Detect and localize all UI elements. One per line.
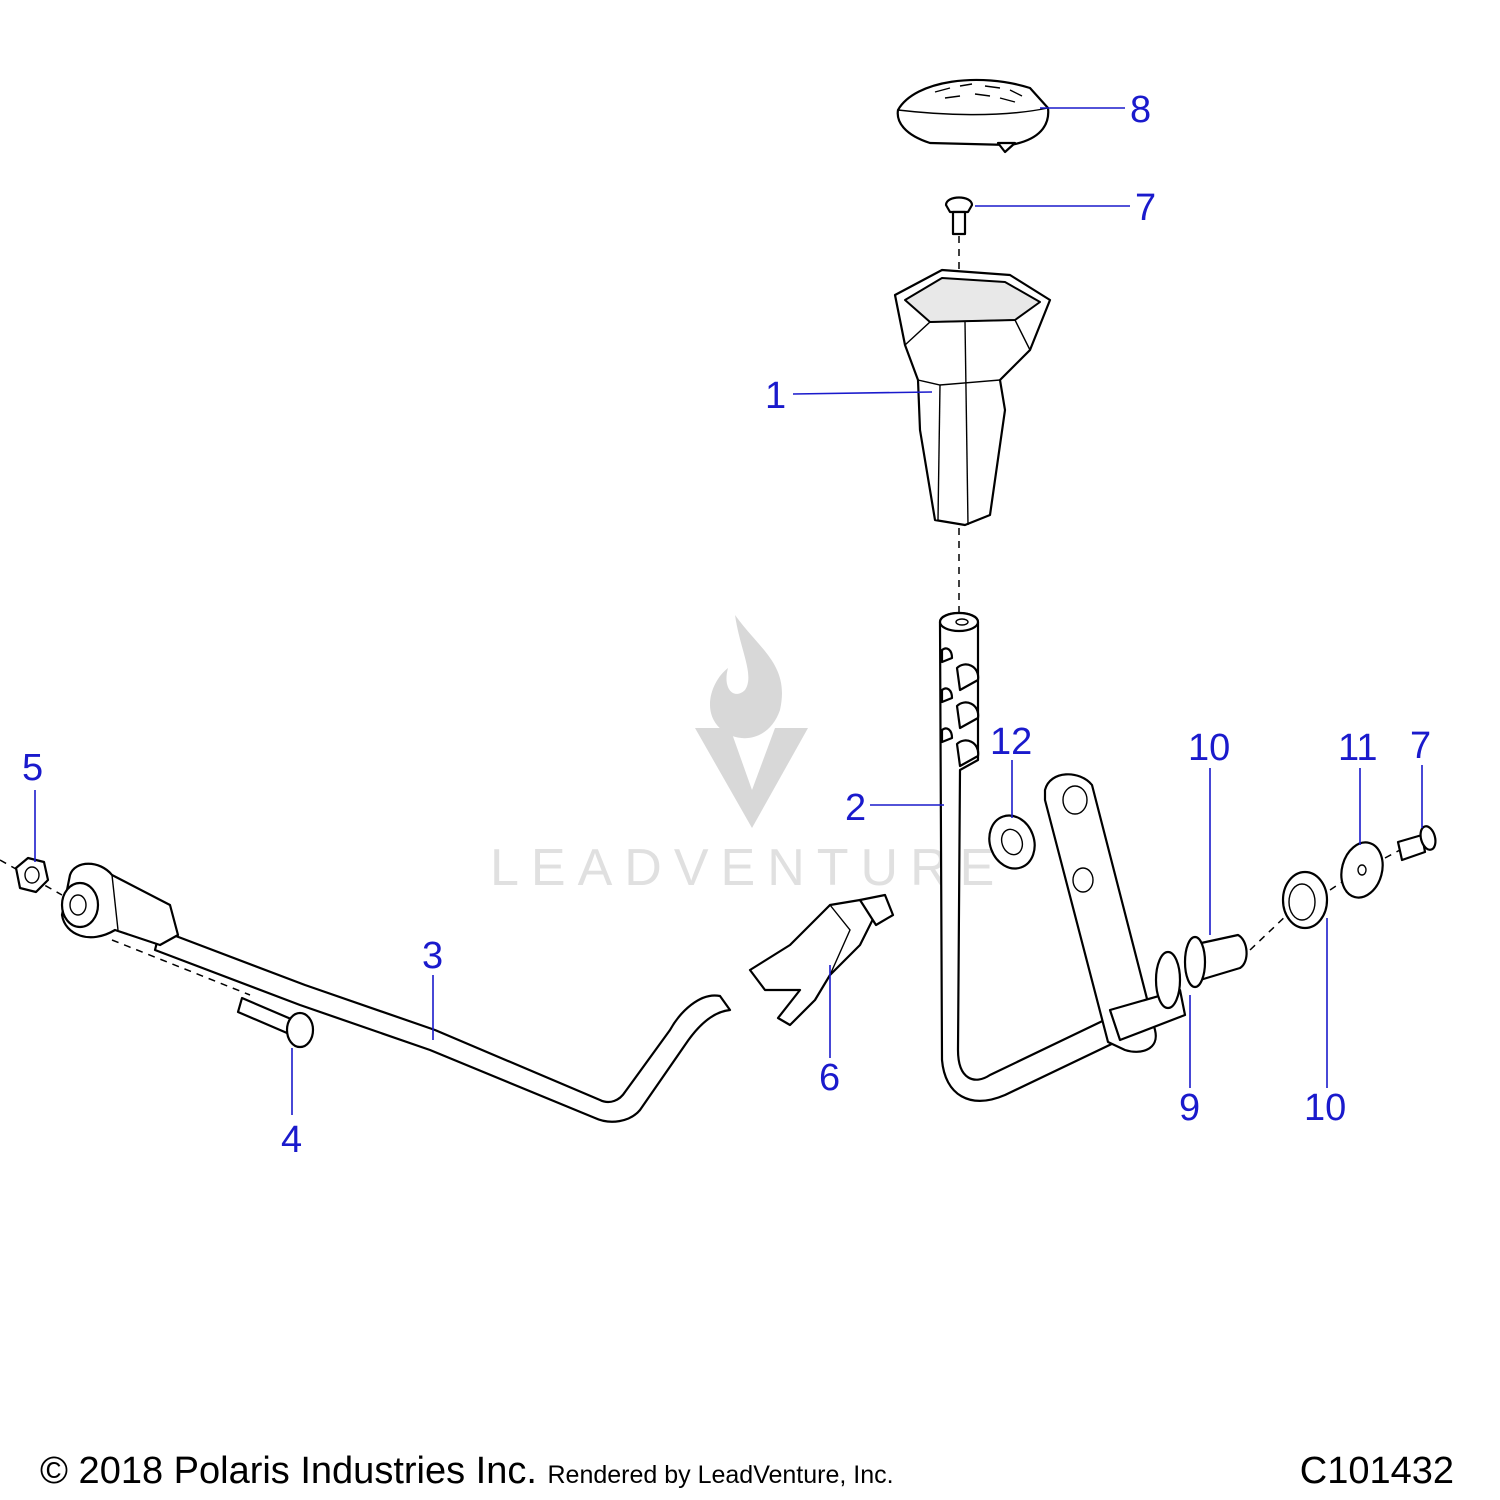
callout-9: 9 [1179, 1087, 1200, 1129]
diagram-code: C101432 [1299, 1450, 1454, 1492]
callout-1: 1 [765, 375, 786, 417]
shift-rod [60, 862, 732, 1123]
callout-11: 11 [1338, 727, 1377, 769]
callout-10-top: 10 [1188, 727, 1230, 769]
washer-12 [988, 814, 1036, 870]
callout-labels: 8 7 1 2 12 10 11 7 5 3 6 9 10 4 [22, 89, 1431, 1161]
flame-watermark-icon [709, 615, 782, 739]
callout-2: 2 [845, 787, 866, 829]
callout-7-right: 7 [1410, 725, 1431, 767]
retaining-clip [748, 893, 895, 1027]
washer-9 [1154, 950, 1182, 1010]
washer-11 [1340, 841, 1384, 899]
shift-lever [938, 611, 1187, 1102]
leader-lines [34, 107, 1423, 1115]
rendered-by-text: Rendered by LeadVenture, Inc. [547, 1461, 894, 1489]
screw-right [1396, 825, 1437, 862]
shift-knob [893, 268, 1052, 527]
screw-top [944, 196, 974, 236]
bushing-10-left [1183, 933, 1248, 989]
copyright-text: © 2018 Polaris Industries Inc. [40, 1450, 537, 1492]
watermark-text: LEADVENTURE [490, 839, 1006, 897]
callout-3: 3 [422, 935, 443, 977]
knob-cap [896, 78, 1050, 154]
callout-6: 6 [819, 1057, 840, 1099]
callout-10-bottom: 10 [1304, 1087, 1346, 1129]
leadventure-watermark: LEADVENTURE [490, 615, 1006, 897]
shift-pattern-icon [934, 83, 1023, 103]
bushing-10-right [1281, 870, 1329, 930]
callout-12: 12 [990, 721, 1032, 763]
callout-7-top: 7 [1135, 187, 1156, 229]
chevron-watermark-icon [695, 728, 808, 828]
lever-detents [940, 647, 980, 768]
copyright-footer: © 2018 Polaris Industries Inc. Rendered … [40, 1450, 894, 1493]
lock-nut [14, 856, 50, 894]
callout-5: 5 [22, 747, 43, 789]
pivot-bolt [236, 996, 315, 1049]
callout-4: 4 [281, 1119, 302, 1161]
callout-8: 8 [1130, 89, 1151, 131]
